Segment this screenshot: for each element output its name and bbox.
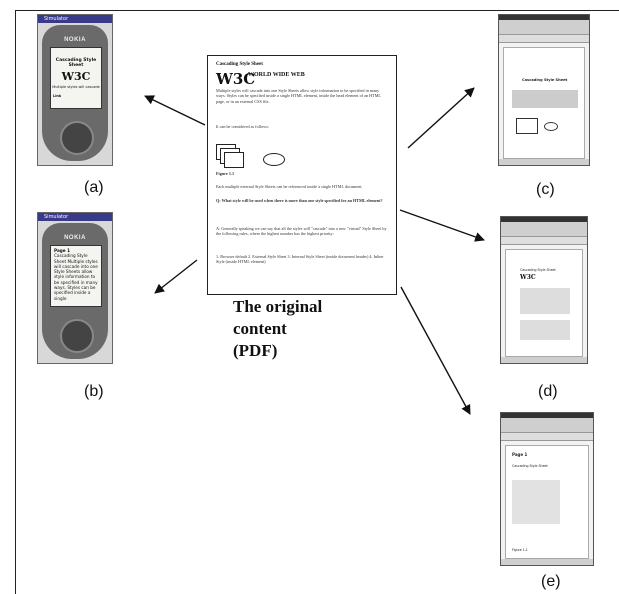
figure-label: Figure 1.1 — [216, 171, 235, 176]
w3c-logo: W3C — [61, 70, 91, 83]
caption-line: content — [233, 319, 287, 338]
simulator-titlebar: Simulator — [38, 15, 112, 23]
figure-ellipse — [263, 153, 285, 166]
figure-frame — [15, 10, 619, 594]
screen-heading: Cascading Style Sheet — [55, 58, 97, 68]
window-toolbar — [501, 418, 593, 433]
caption-line: The original — [233, 297, 323, 316]
window-address-bar — [499, 35, 589, 43]
document-paragraph-1: Multiple styles will cascade into one St… — [216, 88, 381, 104]
screen-text: Cascading Style Sheet Multiple styles wi… — [54, 253, 98, 301]
page-content-block — [520, 320, 570, 340]
page-title: Page 1 — [512, 452, 528, 457]
screen-page-title: Page 1 — [54, 248, 70, 253]
window-address-bar — [501, 433, 593, 441]
page-heading: Cascading Style Sheet — [520, 268, 556, 272]
label-a: (a) — [84, 179, 104, 196]
browser-window-d: Cascading Style Sheet W3C — [500, 216, 588, 364]
screen-text: Multiple styles will cascade — [52, 85, 100, 89]
navigation-pad — [60, 121, 94, 155]
document-title: Cascading Style Sheet — [216, 62, 263, 67]
phone-brand: NOKIA — [64, 235, 86, 241]
arrow-to-e — [400, 286, 471, 415]
page-heading: Cascading Style Sheet — [512, 464, 548, 468]
window-address-bar — [501, 237, 587, 245]
phone-simulator-a: Simulator NOKIA Cascading Style Sheet W3… — [37, 14, 113, 166]
label-d: (d) — [538, 383, 558, 400]
window-statusbar — [501, 357, 587, 363]
document-paragraph-2: It can be considered as follows: — [216, 124, 269, 129]
arrow-to-b — [154, 259, 198, 294]
pdf-caption: The original content (PDF) — [233, 296, 322, 362]
phone-body: NOKIA Cascading Style Sheet W3C Multiple… — [42, 25, 108, 161]
softkey-label: Link — [53, 94, 62, 98]
document-paragraph-5: A: Generally speaking we can say that al… — [216, 226, 387, 237]
window-toolbar — [499, 20, 589, 35]
window-titlebar — [501, 413, 593, 418]
page-content-block — [512, 90, 578, 108]
figure-sheet — [516, 118, 538, 134]
page-content-block — [512, 480, 560, 524]
arrow-to-a — [144, 95, 206, 126]
phone-screen: Cascading Style Sheet W3C Multiple style… — [50, 47, 102, 109]
phone-body: NOKIA Page 1 Cascading Style Sheet Multi… — [42, 223, 108, 359]
phone-screen: Page 1 Cascading Style Sheet Multiple st… — [50, 245, 102, 307]
document-list: 1. Browser default 2. External Style She… — [216, 254, 384, 265]
window-page: Page 1 Cascading Style Sheet Figure 1.1 — [505, 445, 589, 559]
w3c-logo: W3C — [520, 274, 536, 281]
w3c-logo: W3C — [216, 70, 256, 88]
window-toolbar — [501, 222, 587, 237]
window-page: Cascading Style Sheet — [503, 47, 585, 159]
page-content-block — [520, 288, 570, 314]
simulator-titlebar: Simulator — [38, 213, 112, 221]
caption-line: (PDF) — [233, 341, 278, 360]
navigation-pad — [60, 319, 94, 353]
figure-sheet — [224, 152, 244, 168]
page-heading: Cascading Style Sheet — [522, 78, 568, 82]
w3c-logo-subtitle: WORLD WIDE WEB — [248, 72, 305, 78]
window-statusbar — [501, 559, 593, 565]
browser-window-c: Cascading Style Sheet — [498, 14, 590, 166]
browser-window-e: Page 1 Cascading Style Sheet Figure 1.1 — [500, 412, 594, 566]
window-statusbar — [499, 159, 589, 165]
label-c: (c) — [536, 181, 555, 198]
original-pdf-document: Cascading Style Sheet W3C WORLD WIDE WEB… — [207, 55, 397, 295]
window-page: Cascading Style Sheet W3C — [505, 249, 583, 357]
arrow-to-d — [399, 209, 485, 242]
window-titlebar — [499, 15, 589, 20]
arrow-to-c — [407, 87, 475, 149]
label-b: (b) — [84, 383, 104, 400]
window-titlebar — [501, 217, 587, 222]
figure-ellipse — [544, 122, 558, 131]
phone-simulator-b: Simulator NOKIA Page 1 Cascading Style S… — [37, 212, 113, 364]
label-e: (e) — [541, 573, 561, 590]
phone-brand: NOKIA — [64, 37, 86, 43]
figure-label: Figure 1.1 — [512, 548, 528, 552]
document-paragraph-3: Each multiple external Style Sheets can … — [216, 184, 363, 189]
document-question: Q: What style will be used when there is… — [216, 198, 383, 203]
